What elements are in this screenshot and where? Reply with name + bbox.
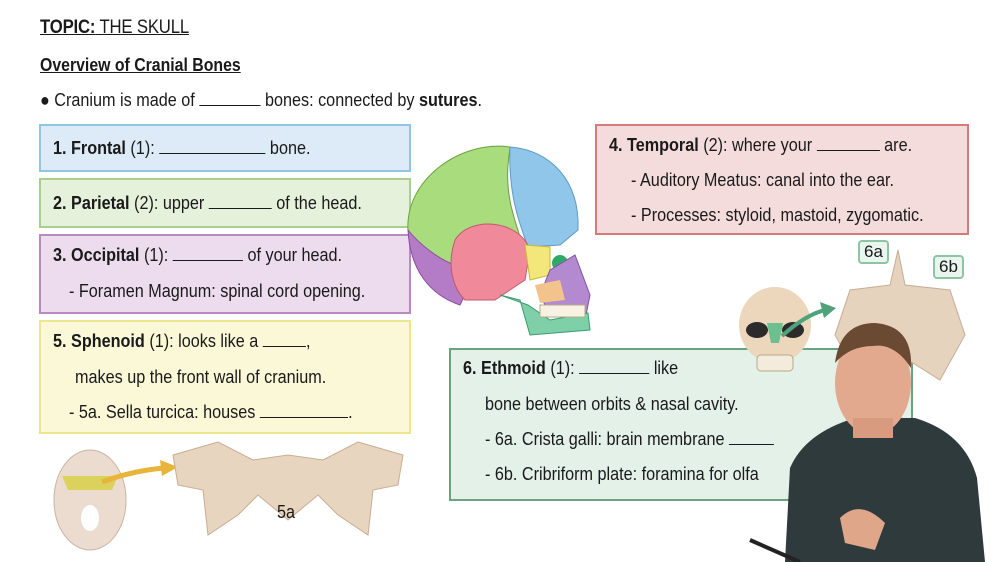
ethmoid-sub1: - 6a. Crista galli: brain membrane (485, 429, 774, 450)
sub-end: . (348, 402, 353, 422)
bullet-bold: sutures (418, 90, 478, 110)
label-5a: 5a (277, 502, 296, 522)
frontal-box: 1. Frontal (1): bone. (39, 124, 411, 172)
bone-text: bone. (265, 138, 311, 158)
bone-text: of your head. (242, 245, 343, 265)
temporal-sub2: - Processes: styloid, mastoid, zygomatic… (631, 205, 924, 225)
sphenoid-line: 5. Sphenoid (1): looks like a , (53, 331, 310, 352)
bone-count: (2): where your (698, 135, 817, 155)
bone-count: (1): (139, 245, 173, 265)
bone-count: (1): looks like a (144, 331, 263, 351)
bone-text: like (649, 358, 679, 378)
sub-text: - 5a. Sella turcica: houses (69, 402, 260, 422)
occipital-line: 3. Occipital (1): of your head. (53, 245, 342, 266)
bullet-text: bones: connected by (260, 90, 419, 110)
temporal-line: 4. Temporal (2): where your are. (609, 135, 912, 156)
occipital-sub: - Foramen Magnum: spinal cord opening. (69, 281, 366, 301)
temporal-sub1: - Auditory Meatus: canal into the ear. (631, 170, 894, 190)
blank-line (262, 331, 306, 347)
temporal-box: 4. Temporal (2): where your are. - Audit… (595, 124, 969, 235)
bone-text: are. (879, 135, 913, 155)
green-arrow-icon (780, 302, 836, 338)
skull-lateral-illustration (407, 145, 591, 336)
presenter-video (749, 323, 985, 562)
bone-count: (2): upper (129, 193, 209, 213)
label-6a: 6a (858, 240, 889, 264)
ethmoid-line2: bone between orbits & nasal cavity. (485, 394, 739, 414)
sphenoid-line2: makes up the front wall of cranium. (75, 367, 327, 387)
blank-line (199, 90, 261, 106)
bullet-end: . (477, 90, 482, 110)
blank-line (728, 429, 774, 445)
frontal-line: 1. Frontal (1): bone. (53, 138, 310, 159)
yellow-arrow-icon (101, 460, 178, 485)
section-title: Overview of Cranial Bones (40, 55, 241, 75)
parietal-box: 2. Parietal (2): upper of the head. (39, 178, 411, 228)
bone-name: 5. Sphenoid (53, 331, 145, 351)
bullet-text: Cranium is made of (54, 90, 200, 110)
sphenoid-bone-illustration (172, 441, 404, 536)
label-6b: 6b (933, 255, 964, 279)
blank-line (172, 245, 243, 261)
bone-name: 1. Frontal (53, 138, 126, 158)
cranial-base-illustration (53, 449, 127, 551)
sphenoid-box: 5. Sphenoid (1): looks like a , makes up… (39, 320, 411, 434)
bone-text: of the head. (271, 193, 362, 213)
blank-line (579, 358, 650, 374)
blank-line (816, 135, 880, 151)
blank-line (259, 402, 349, 418)
topic-value: THE SKULL (95, 17, 189, 38)
bone-name: 4. Temporal (609, 135, 699, 155)
blank-line (208, 193, 272, 209)
topic-label: TOPIC: (40, 17, 96, 38)
bone-name: 3. Occipital (53, 245, 140, 265)
parietal-line: 2. Parietal (2): upper of the head. (53, 193, 362, 214)
bone-name: 2. Parietal (53, 193, 130, 213)
blank-line (159, 138, 266, 154)
ethmoid-line: 6. Ethmoid (1): like (463, 358, 678, 379)
skull-front-illustration (739, 287, 811, 372)
cranium-bullet: ● Cranium is made of bones: connected by… (40, 90, 482, 110)
sub-text: - 6a. Crista galli: brain membrane (485, 429, 729, 449)
ethmoid-sub2: - 6b. Cribriform plate: foramina for olf… (485, 464, 759, 484)
bone-count: (1): (125, 138, 160, 158)
bone-name: 6. Ethmoid (463, 358, 546, 378)
sphenoid-sub: - 5a. Sella turcica: houses . (69, 402, 353, 423)
topic-title: TOPIC: THE SKULL (40, 17, 189, 39)
bone-count: (1): (545, 358, 580, 378)
bone-text: , (305, 331, 311, 351)
occipital-box: 3. Occipital (1): of your head. - Forame… (39, 234, 411, 314)
